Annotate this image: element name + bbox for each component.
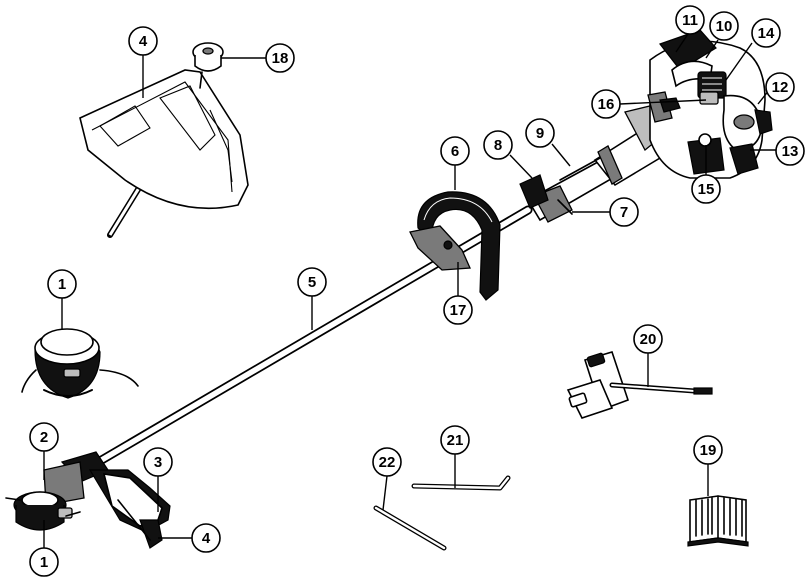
loop-handle [409,191,501,301]
svg-text:16: 16 [598,96,615,113]
callout: 4 [128,26,158,56]
callout: 15 [691,174,721,204]
svg-text:17: 17 [450,302,467,319]
callout: 12 [765,72,795,102]
svg-text:18: 18 [272,50,289,67]
svg-text:14: 14 [758,25,775,42]
callout: 13 [775,136,805,166]
svg-text:20: 20 [640,331,657,348]
leader-lines [43,33,776,548]
spark-plug-wrench [566,351,713,419]
callout: 19 [693,435,723,465]
svg-text:7: 7 [620,204,628,221]
callout: 1 [29,547,59,577]
gearhead-assembly [5,451,171,549]
callout: 10 [709,11,739,41]
manual-book-icon [687,495,749,547]
callout: 3 [143,447,173,477]
svg-text:13: 13 [782,143,799,160]
svg-text:1: 1 [58,276,66,293]
engine-assembly [647,29,773,179]
callout: 17 [443,295,473,325]
callout: 5 [297,267,327,297]
svg-text:21: 21 [447,432,464,449]
callout: 2 [29,422,59,452]
callout: 18 [265,43,295,73]
svg-text:19: 19 [700,442,717,459]
svg-text:8: 8 [494,137,502,154]
trimmer-head-loose [21,328,139,399]
mounting-nut [192,42,224,89]
callout: 7 [609,197,639,227]
svg-text:22: 22 [379,454,396,471]
svg-text:15: 15 [698,181,715,198]
callout: 21 [440,425,470,455]
svg-text:4: 4 [202,530,211,547]
svg-text:2: 2 [40,429,48,446]
callout: 9 [525,118,555,148]
svg-text:1: 1 [40,554,48,571]
svg-text:9: 9 [536,125,544,142]
callout: 11 [675,5,705,35]
callout: 20 [633,324,663,354]
callout: 22 [372,447,402,477]
svg-text:3: 3 [154,454,162,471]
callout: 16 [591,89,621,119]
callout: 8 [483,130,513,160]
callout: 4 [191,523,221,553]
callout: 14 [751,18,781,48]
svg-text:11: 11 [682,12,698,29]
svg-text:4: 4 [139,33,148,50]
callout: 6 [440,136,470,166]
svg-text:5: 5 [308,274,316,291]
svg-text:12: 12 [772,79,789,96]
callout: 1 [47,269,77,299]
svg-text:6: 6 [451,143,459,160]
grass-deflector [79,69,249,238]
hex-keys [373,475,511,551]
svg-text:10: 10 [716,18,733,35]
